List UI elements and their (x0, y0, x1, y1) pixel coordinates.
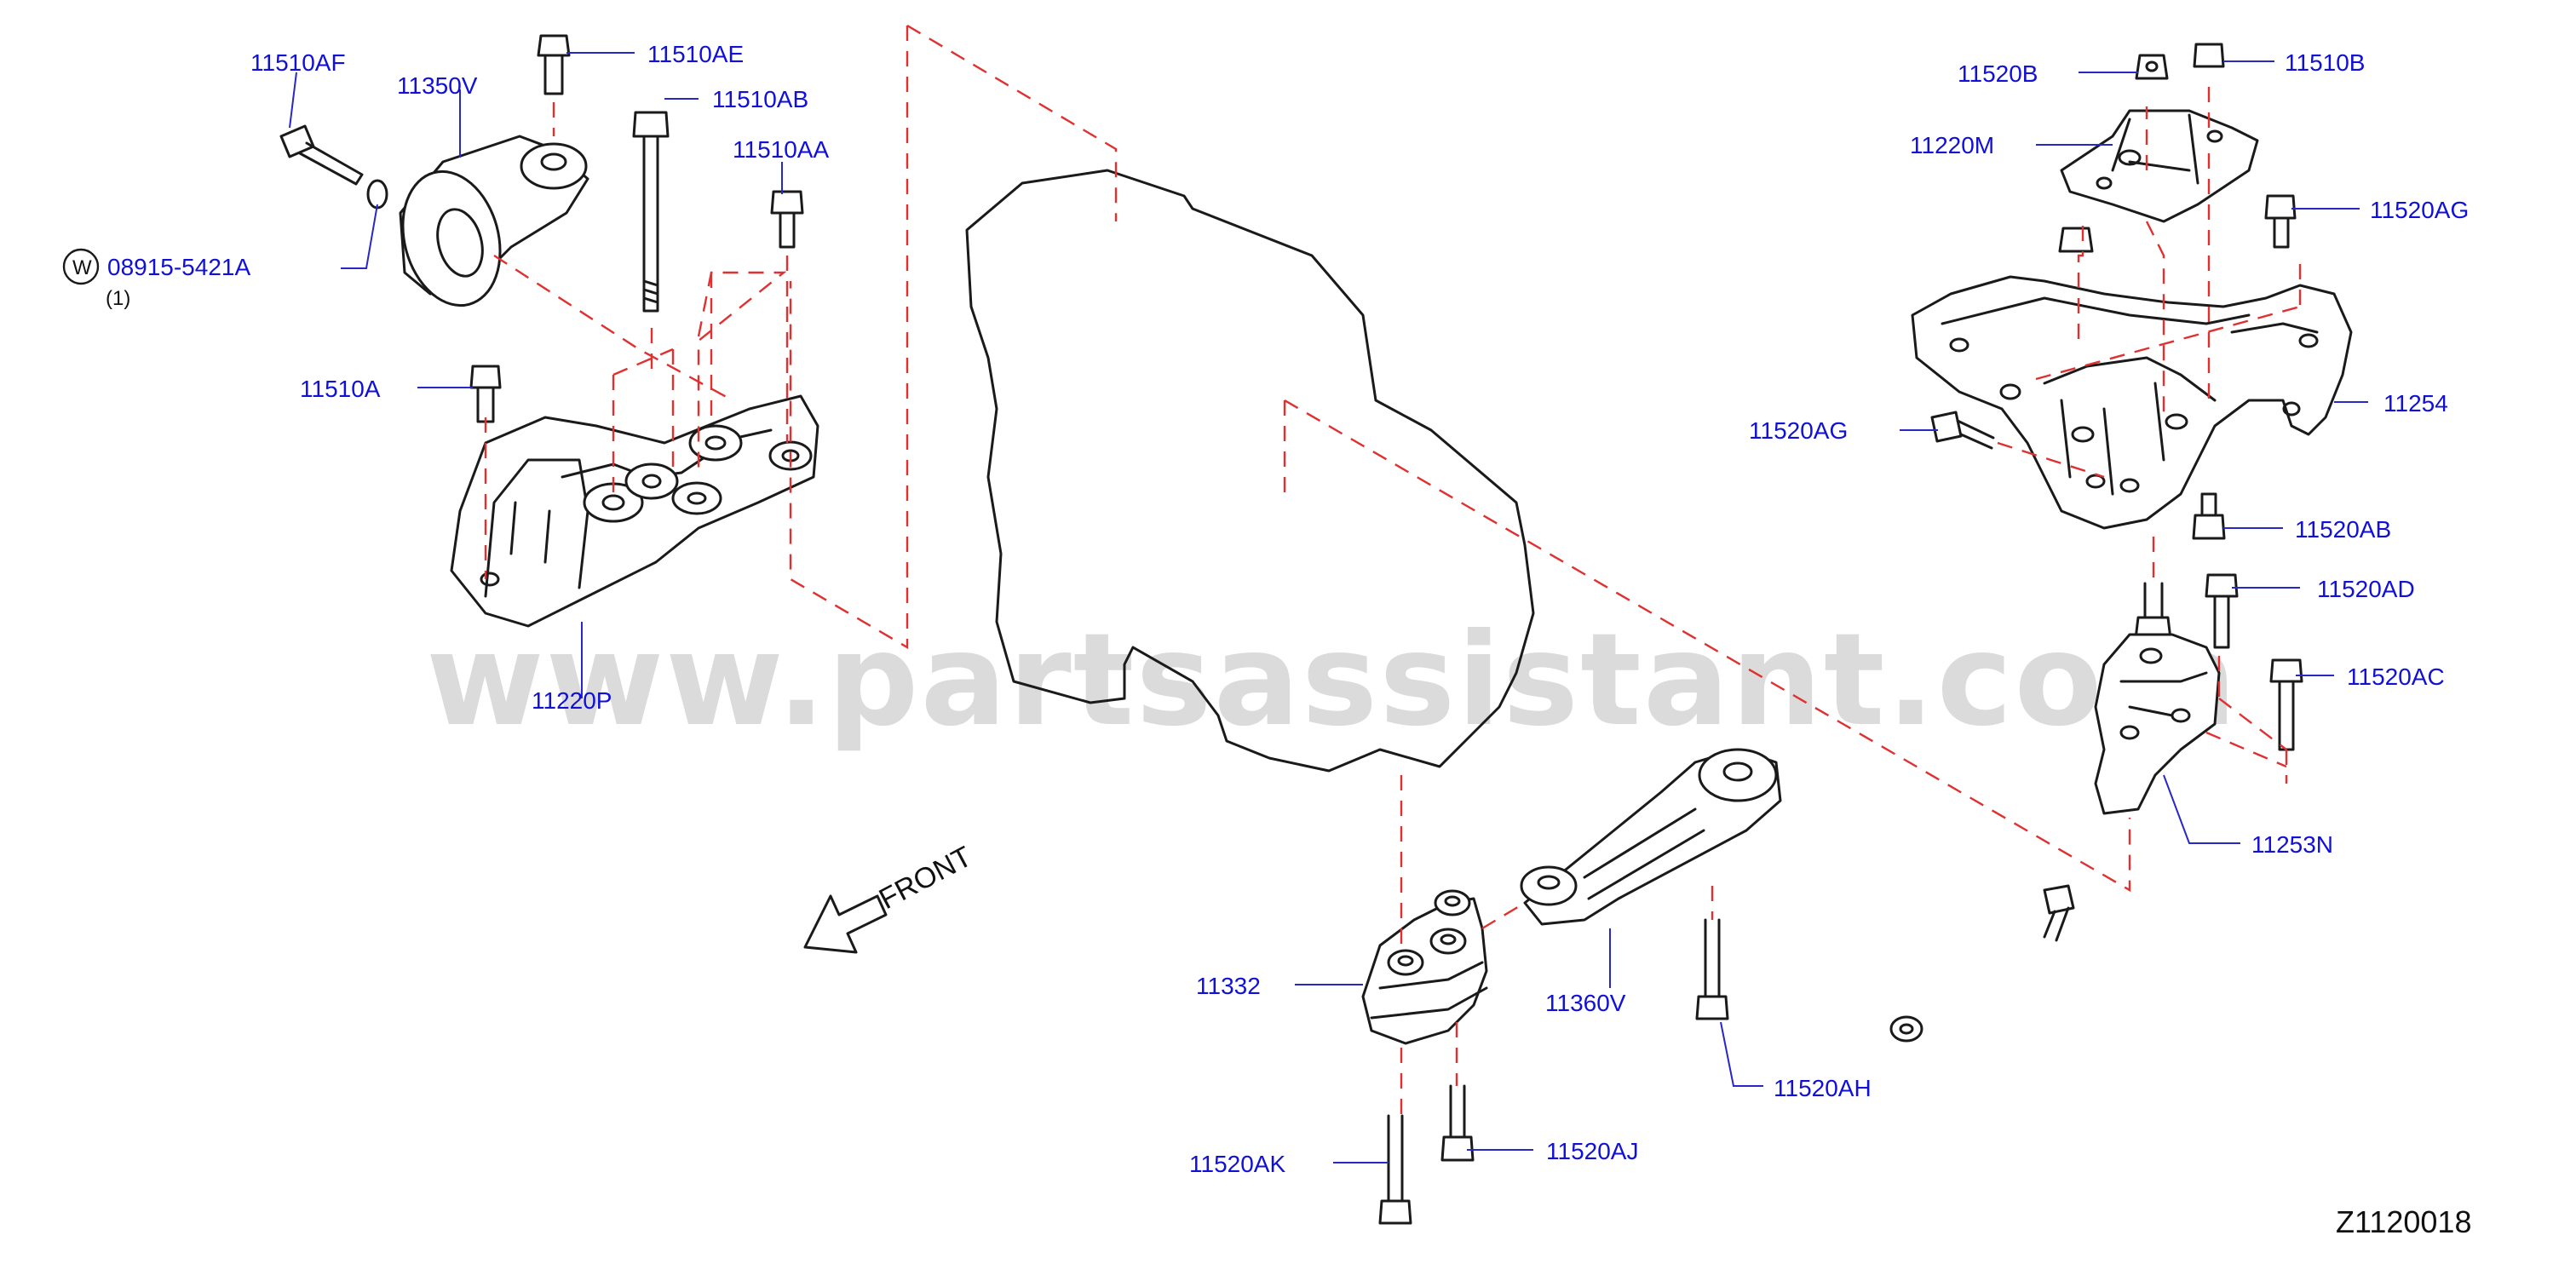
label-11220p[interactable]: 11220P (532, 687, 612, 714)
callout-labels: 11510AF 11350V 11510AE 11510AB 11510AA 1… (62, 41, 2469, 1177)
label-11520ac[interactable]: 11520AC (2347, 664, 2445, 690)
label-11510b[interactable]: 11510B (2285, 49, 2365, 76)
bolt-11520ag-upper[interactable] (2264, 194, 2297, 249)
leader-lines (289, 52, 2368, 1163)
bolt-11520ad[interactable] (2205, 573, 2239, 649)
bolt-11510b[interactable] (2193, 43, 2225, 68)
bolt-11520ag-lower[interactable] (1930, 411, 1995, 450)
nut-11220m-lower[interactable] (2058, 227, 2094, 253)
label-11520aj[interactable]: 11520AJ (1546, 1138, 1638, 1164)
diagram-id: Z1120018 (2336, 1204, 2471, 1239)
label-11510ae[interactable]: 11510AE (647, 41, 744, 67)
watermark-text: www.partsassistant.com (426, 606, 2239, 755)
washer-symbol: W (72, 256, 92, 279)
washer-08915-5421a[interactable] (366, 179, 388, 210)
label-11520b[interactable]: 11520B (1958, 60, 2038, 87)
label-11220m[interactable]: 11220M (1910, 132, 1994, 158)
part-11254[interactable] (1911, 275, 2353, 530)
bolt-11520ah[interactable] (1695, 918, 1729, 1020)
label-11510a[interactable]: 11510A (300, 376, 381, 402)
front-indicator: FRONT (803, 841, 977, 954)
label-11332[interactable]: 11332 (1196, 973, 1261, 999)
part-11253n[interactable] (2094, 582, 2221, 815)
label-11254[interactable]: 11254 (2383, 390, 2448, 417)
label-11520ab[interactable]: 11520AB (2295, 516, 2391, 543)
bolt-11520ab[interactable] (2192, 492, 2226, 540)
label-11520ak[interactable]: 11520AK (1189, 1151, 1285, 1177)
label-11350v[interactable]: 11350V (397, 72, 478, 99)
label-11253n[interactable]: 11253N (2251, 831, 2333, 858)
bolt-11520ac[interactable] (2269, 658, 2303, 751)
label-11520ad[interactable]: 11520AD (2317, 576, 2415, 602)
assembly-lines (484, 24, 2302, 1116)
label-11360v[interactable]: 11360V (1545, 990, 1626, 1016)
bolt-11520ak[interactable] (1378, 1114, 1412, 1225)
label-washer-qty: (1) (106, 287, 130, 310)
nut-11520b[interactable] (2135, 54, 2169, 80)
part-11220m[interactable] (2060, 109, 2259, 223)
label-08915-5421a[interactable]: 08915-5421A (107, 254, 250, 280)
bolt-11520aj[interactable] (1440, 1084, 1475, 1162)
part-11332[interactable] (1361, 889, 1488, 1045)
label-11510aa[interactable]: 11510AA (733, 136, 829, 163)
part-11360v[interactable] (1520, 748, 1782, 926)
part-11350v[interactable] (388, 135, 589, 317)
engine-outline (965, 169, 1535, 773)
bolt-11510a[interactable] (469, 365, 502, 423)
front-label: FRONT (874, 841, 977, 916)
bolt-11510ab[interactable] (632, 111, 670, 313)
front-arrow-icon (803, 894, 888, 954)
label-11520ah[interactable]: 11520AH (1774, 1075, 1872, 1101)
bolt-11510ae[interactable] (537, 34, 571, 95)
label-11510ab[interactable]: 11510AB (712, 86, 808, 112)
part-11220p[interactable] (450, 394, 819, 628)
bolt-lower-right[interactable] (2043, 884, 2075, 942)
bolt-11510af[interactable] (279, 124, 364, 186)
washer-symbol-circle (62, 248, 100, 285)
nut-lower-right[interactable] (1889, 1015, 1923, 1043)
label-11520ag-lower[interactable]: 11520AG (1749, 417, 1848, 444)
bolt-11510aa[interactable] (770, 190, 804, 249)
label-11520ag-upper[interactable]: 11520AG (2370, 197, 2469, 223)
label-11510af[interactable]: 11510AF (250, 49, 346, 76)
